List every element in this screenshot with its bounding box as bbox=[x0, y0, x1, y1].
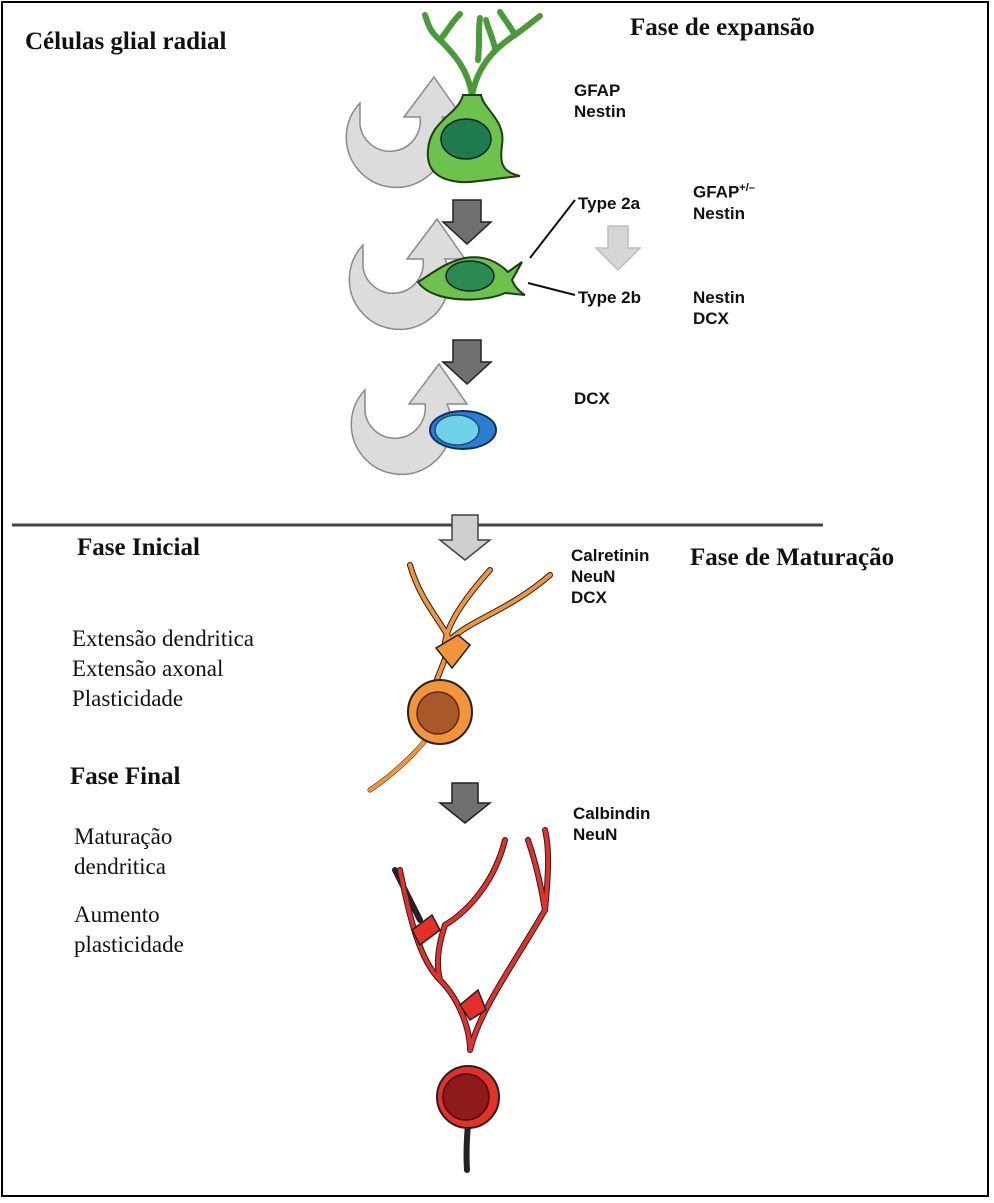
item-dendritic-maturation-1: Maturação bbox=[74, 822, 184, 852]
down-arrow-2 bbox=[443, 340, 491, 384]
expansion-phase-title: Fase de expansão bbox=[630, 14, 815, 42]
spacer bbox=[74, 882, 184, 900]
gfap-text: GFAP bbox=[693, 183, 739, 202]
marker-neun-2: NeuN bbox=[573, 824, 650, 845]
type3-marker-dcx: DCX bbox=[574, 388, 610, 409]
item-axonal-extension: Extensão axonal bbox=[72, 654, 254, 684]
type2a-label: Type 2a bbox=[578, 193, 640, 214]
item-dendritic-extension: Extensão dendritica bbox=[72, 624, 254, 654]
mature-neuron bbox=[395, 830, 548, 1170]
type3-neuroblast-cell bbox=[351, 364, 496, 474]
marker-calbindin: Calbindin bbox=[573, 803, 650, 824]
marker-calretinin: Calretinin bbox=[571, 545, 649, 566]
radial-glia-markers: GFAP Nestin bbox=[574, 80, 626, 122]
down-arrow-3 bbox=[440, 515, 490, 560]
item-plasticity: Plasticidade bbox=[72, 684, 254, 714]
radial-glia-title: Células glial radial bbox=[25, 28, 226, 56]
immature-neuron-markers: Calretinin NeuN DCX bbox=[571, 545, 649, 608]
item-dendritic-maturation-2: dendritica bbox=[74, 852, 184, 882]
type2a-pointer-line bbox=[530, 200, 575, 258]
marker-dcx-2b: DCX bbox=[693, 308, 745, 329]
marker-neun-1: NeuN bbox=[571, 566, 649, 587]
gfap-superscript: +/– bbox=[739, 182, 755, 194]
marker-dcx-3: DCX bbox=[571, 587, 649, 608]
type2b-markers: Nestin DCX bbox=[693, 287, 745, 329]
item-increased-plasticity-1: Aumento bbox=[74, 900, 184, 930]
type2a-markers: GFAP+/– Nestin bbox=[693, 178, 755, 224]
immature-neuron bbox=[370, 565, 550, 790]
maturation-phase-title: Fase de Maturação bbox=[690, 544, 894, 572]
final-phase-items: Maturação dendritica Aumento plasticidad… bbox=[74, 822, 184, 960]
type2-progenitor-cell bbox=[349, 219, 525, 329]
type2b-pointer-line bbox=[528, 283, 575, 295]
marker-gfap-pm: GFAP+/– bbox=[693, 178, 755, 203]
mature-neuron-markers: Calbindin NeuN bbox=[573, 803, 650, 845]
final-phase-title: Fase Final bbox=[70, 763, 180, 791]
marker-nestin-2a: Nestin bbox=[693, 203, 755, 224]
marker-nestin-2b: Nestin bbox=[693, 287, 745, 308]
item-increased-plasticity-2: plasticidade bbox=[74, 930, 184, 960]
type2b-label: Type 2b bbox=[578, 287, 641, 308]
type2a-to-2b-arrow bbox=[596, 226, 640, 270]
radial-glia-cell bbox=[346, 12, 540, 187]
marker-nestin: Nestin bbox=[574, 101, 626, 122]
down-arrow-4 bbox=[440, 783, 490, 823]
initial-phase-items: Extensão dendritica Extensão axonal Plas… bbox=[72, 624, 254, 714]
marker-gfap: GFAP bbox=[574, 80, 626, 101]
initial-phase-title: Fase Inicial bbox=[77, 534, 200, 562]
